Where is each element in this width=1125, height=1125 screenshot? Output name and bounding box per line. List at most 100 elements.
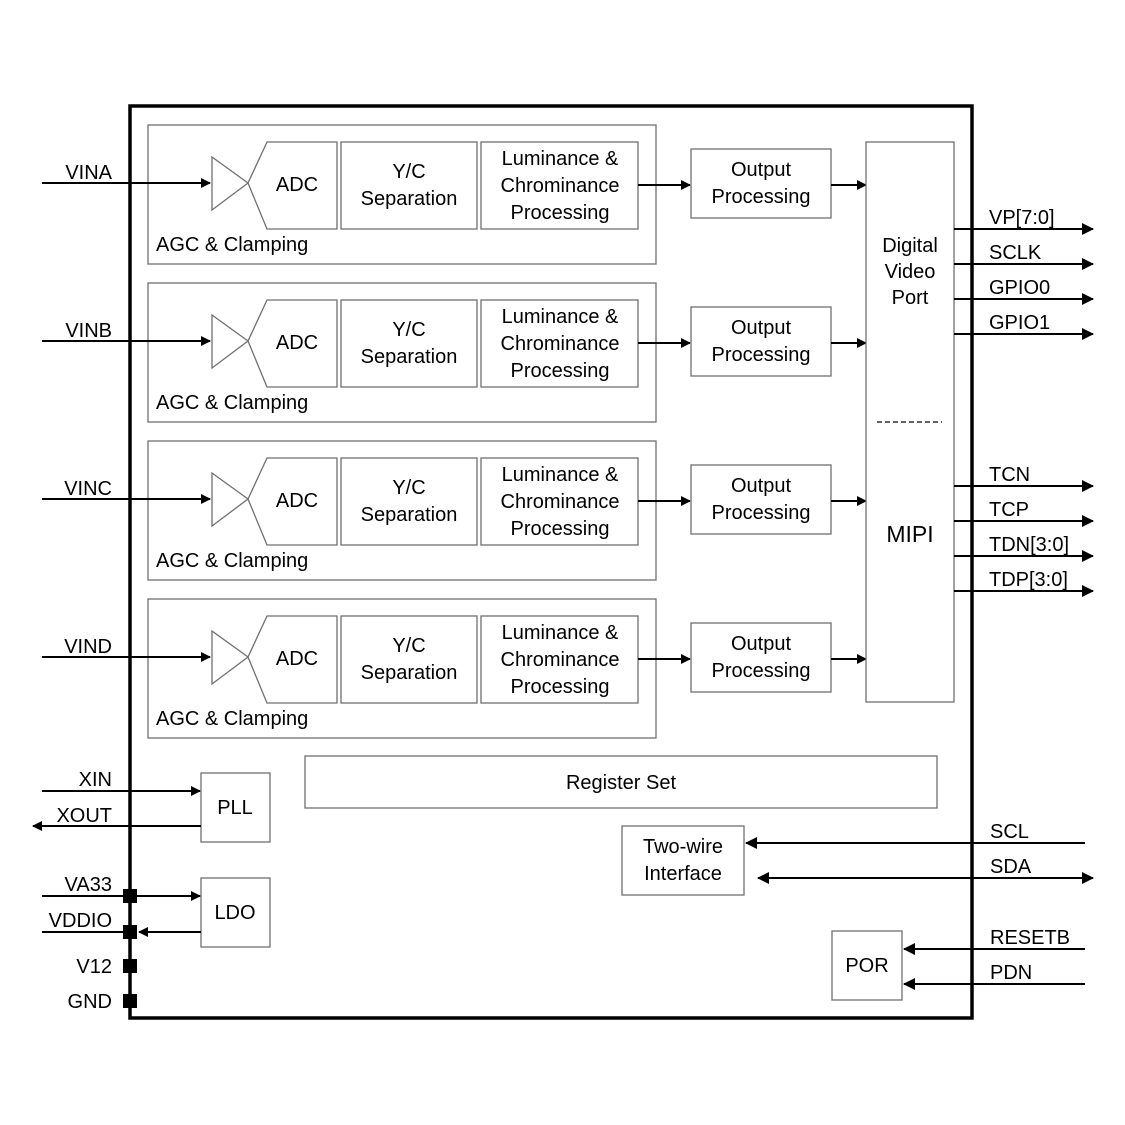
pad-gnd [123,994,137,1008]
output-processing-block [690,148,832,219]
output-processing-block [690,622,832,693]
yc-label-line1: Y/C [392,635,425,657]
adc-block [247,299,338,388]
pin-xout: XOUT [56,805,112,827]
pin-resetb: RESETB [990,927,1070,949]
output-label-line1: Output [731,633,791,655]
two-wire-label-line1: Two-wire [643,836,723,858]
lcp-label-line2: Chrominance [501,333,620,355]
output-label-line1: Output [731,475,791,497]
dvp-label-line3: Port [892,287,929,309]
adc-block [247,615,338,704]
yc-label-line2: Separation [361,504,458,526]
yc-label-line2: Separation [361,346,458,368]
lcp-label-line1: Luminance & [502,622,619,644]
pin-input: VINC [64,478,112,500]
output-label-line1: Output [731,317,791,339]
luma-chroma-block [480,457,639,546]
pll-label: PLL [217,797,253,819]
chip-outline [128,104,974,1020]
pin-scl: SCL [990,821,1029,843]
por-block [831,930,903,1001]
pin-sclk: SCLK [989,242,1042,264]
adc-label: ADC [276,490,318,512]
output-label-line2: Processing [712,344,811,366]
adc-label: ADC [276,648,318,670]
pad-va33 [123,889,137,903]
lcp-label-line2: Chrominance [501,175,620,197]
lcp-label-line3: Processing [511,360,610,382]
pin-v12: V12 [76,956,112,978]
lcp-label-line1: Luminance & [502,148,619,170]
pin-tdp: TDP[3:0] [989,569,1068,591]
lcp-label-line1: Luminance & [502,306,619,328]
agc-amplifier-icon [211,313,250,370]
pin-gnd: GND [68,991,112,1013]
pin-vddio: VDDIO [49,910,112,932]
pin-sda: SDA [990,856,1032,878]
yc-separation-block [340,141,478,230]
yc-label-line2: Separation [361,188,458,210]
register-set-block [304,755,938,809]
agc-amplifier-icon [211,155,250,212]
luma-chroma-block [480,299,639,388]
agc-amplifier-icon [211,629,250,686]
ldo-label: LDO [214,902,255,924]
pad-v12 [123,959,137,973]
pin-va33: VA33 [65,874,112,896]
yc-label-line1: Y/C [392,319,425,341]
two-wire-label-line2: Interface [644,863,722,885]
pin-tcn: TCN [989,464,1030,486]
dvp-label-line1: Digital [882,235,938,257]
agc-clamping-label: AGC & Clamping [156,708,308,730]
luma-chroma-block [480,615,639,704]
output-label-line2: Processing [712,660,811,682]
dvp-label-line2: Video [885,261,936,283]
agc-amplifier-icon [211,471,250,528]
dvp-outputs: VP[7:0] SCLK GPIO0 GPIO1 [954,207,1094,340]
yc-label-line1: Y/C [392,477,425,499]
register-set-label: Register Set [566,772,676,794]
yc-separation-block [340,299,478,388]
pin-tdn: TDN[3:0] [989,534,1069,556]
mipi-label: MIPI [886,521,933,547]
adc-block [247,457,338,546]
adc-block [247,141,338,230]
yc-label-line2: Separation [361,662,458,684]
output-label-line2: Processing [712,186,811,208]
pin-tcp: TCP [989,499,1029,521]
pin-input: VIND [64,636,112,658]
lcp-label-line2: Chrominance [501,649,620,671]
two-wire-block [621,825,745,896]
pin-gpio0: GPIO0 [989,277,1050,299]
lcp-label-line3: Processing [511,202,610,224]
pll-block [200,772,271,843]
agc-clamping-label: AGC & Clamping [156,392,308,414]
yc-separation-block [340,457,478,546]
pad-vddio [123,925,137,939]
pin-vp: VP[7:0] [989,207,1055,229]
output-processing-block [690,306,832,377]
por-label: POR [845,955,888,977]
adc-label: ADC [276,174,318,196]
output-processing-block [690,464,832,535]
pin-input: VINA [65,162,112,184]
yc-separation-block [340,615,478,704]
mipi-outputs: TCN TCP TDN[3:0] TDP[3:0] [954,464,1094,597]
lcp-label-line1: Luminance & [502,464,619,486]
agc-clamping-label: AGC & Clamping [156,550,308,572]
pin-pdn: PDN [990,962,1032,984]
lcp-label-line3: Processing [511,676,610,698]
pin-gpio1: GPIO1 [989,312,1050,334]
agc-clamping-label: AGC & Clamping [156,234,308,256]
lcp-label-line2: Chrominance [501,491,620,513]
output-label-line2: Processing [712,502,811,524]
pin-input: VINB [65,320,112,342]
lcp-label-line3: Processing [511,518,610,540]
pin-xin: XIN [79,769,112,791]
adc-label: ADC [276,332,318,354]
ldo-block [200,877,271,948]
output-label-line1: Output [731,159,791,181]
